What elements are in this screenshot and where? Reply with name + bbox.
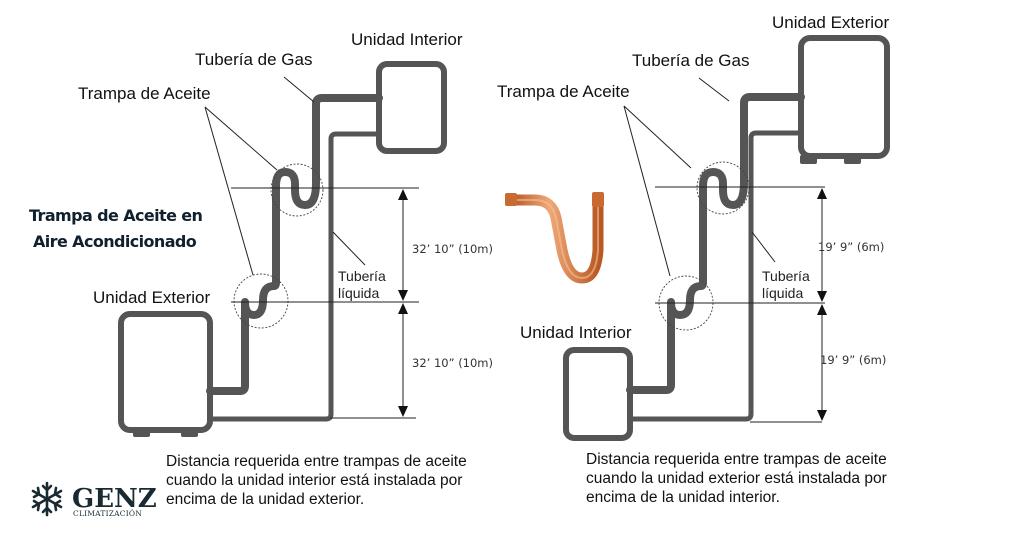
dimension-arrow-lower: [817, 304, 827, 421]
oil-trap-circle-upper: [270, 163, 324, 217]
indoor-unit-box: [563, 347, 633, 441]
gas-pipe-label: Tubería de Gas: [195, 50, 313, 69]
liquid-pipe-label-1: Tubería: [762, 268, 810, 284]
main-title: Trampa de Aceite en Aire Acondicionado: [29, 206, 203, 251]
copper-p-trap-icon: [505, 192, 604, 284]
caption-line-1: Distancia requerida entre trampas de ace…: [586, 451, 887, 468]
indoor-unit-label: Unidad Interior: [351, 30, 463, 49]
dimension-upper-label: 19’ 9” (6m): [818, 240, 884, 254]
outdoor-unit-label: Unidad Exterior: [772, 13, 890, 32]
liquid-pipe-label-2: líquida: [762, 285, 803, 301]
logo-subtitle: CLIMATIZACIÓN: [73, 509, 142, 518]
left-diagram: Unidad Interior Tubería de Gas Trampa de…: [78, 30, 493, 508]
outdoor-unit-label: Unidad Exterior: [93, 288, 211, 307]
dimension-arrow-lower: [398, 303, 408, 417]
gas-pipe: [206, 94, 383, 395]
liquid-pipe-label-1: Tubería: [338, 268, 386, 284]
dimension-arrow-upper: [398, 189, 408, 301]
caption-line-2: cuando la unidad exterior está instalada…: [586, 470, 887, 487]
caption-line-2: cuando la unidad interior está instalada…: [166, 472, 462, 489]
liquid-pipe: [207, 131, 382, 422]
liquid-pipe: [627, 130, 804, 422]
genz-logo: GENZ CLIMATIZACIÓN: [31, 481, 157, 518]
indoor-unit-box: [376, 61, 447, 154]
caption-line-1: Distancia requerida entre trampas de ace…: [166, 453, 467, 470]
indoor-unit-label: Unidad Interior: [520, 323, 632, 342]
oil-trap-circle-upper: [696, 161, 750, 215]
snowflake-icon: [31, 481, 63, 517]
oil-trap-circle-lower: [233, 273, 289, 329]
outdoor-unit-box: [798, 35, 890, 164]
liquid-pipe-label-2: líquida: [338, 285, 379, 301]
oil-trap-label: Trampa de Aceite: [78, 84, 211, 103]
dimension-upper-label: 32’ 10” (10m): [412, 242, 493, 256]
gas-pipe: [626, 93, 805, 394]
caption-line-3: encima de la unidad exterior.: [166, 491, 364, 508]
dimension-lower-label: 32’ 10” (10m): [412, 356, 493, 370]
oil-trap-label: Trampa de Aceite: [497, 82, 630, 101]
dimension-lower-label: 19’ 9” (6m): [820, 353, 886, 367]
title-line-2: Aire Acondicionado: [33, 232, 197, 251]
dimension-arrow-upper: [817, 188, 827, 302]
right-diagram: Unidad Exterior Tubería de Gas Trampa de…: [497, 13, 890, 506]
caption-line-3: encima de la unidad interior.: [586, 489, 780, 506]
logo-name: GENZ: [72, 484, 157, 514]
gas-pipe-label: Tubería de Gas: [632, 51, 750, 70]
title-line-1: Trampa de Aceite en: [29, 206, 203, 225]
outdoor-unit-box: [118, 311, 213, 437]
